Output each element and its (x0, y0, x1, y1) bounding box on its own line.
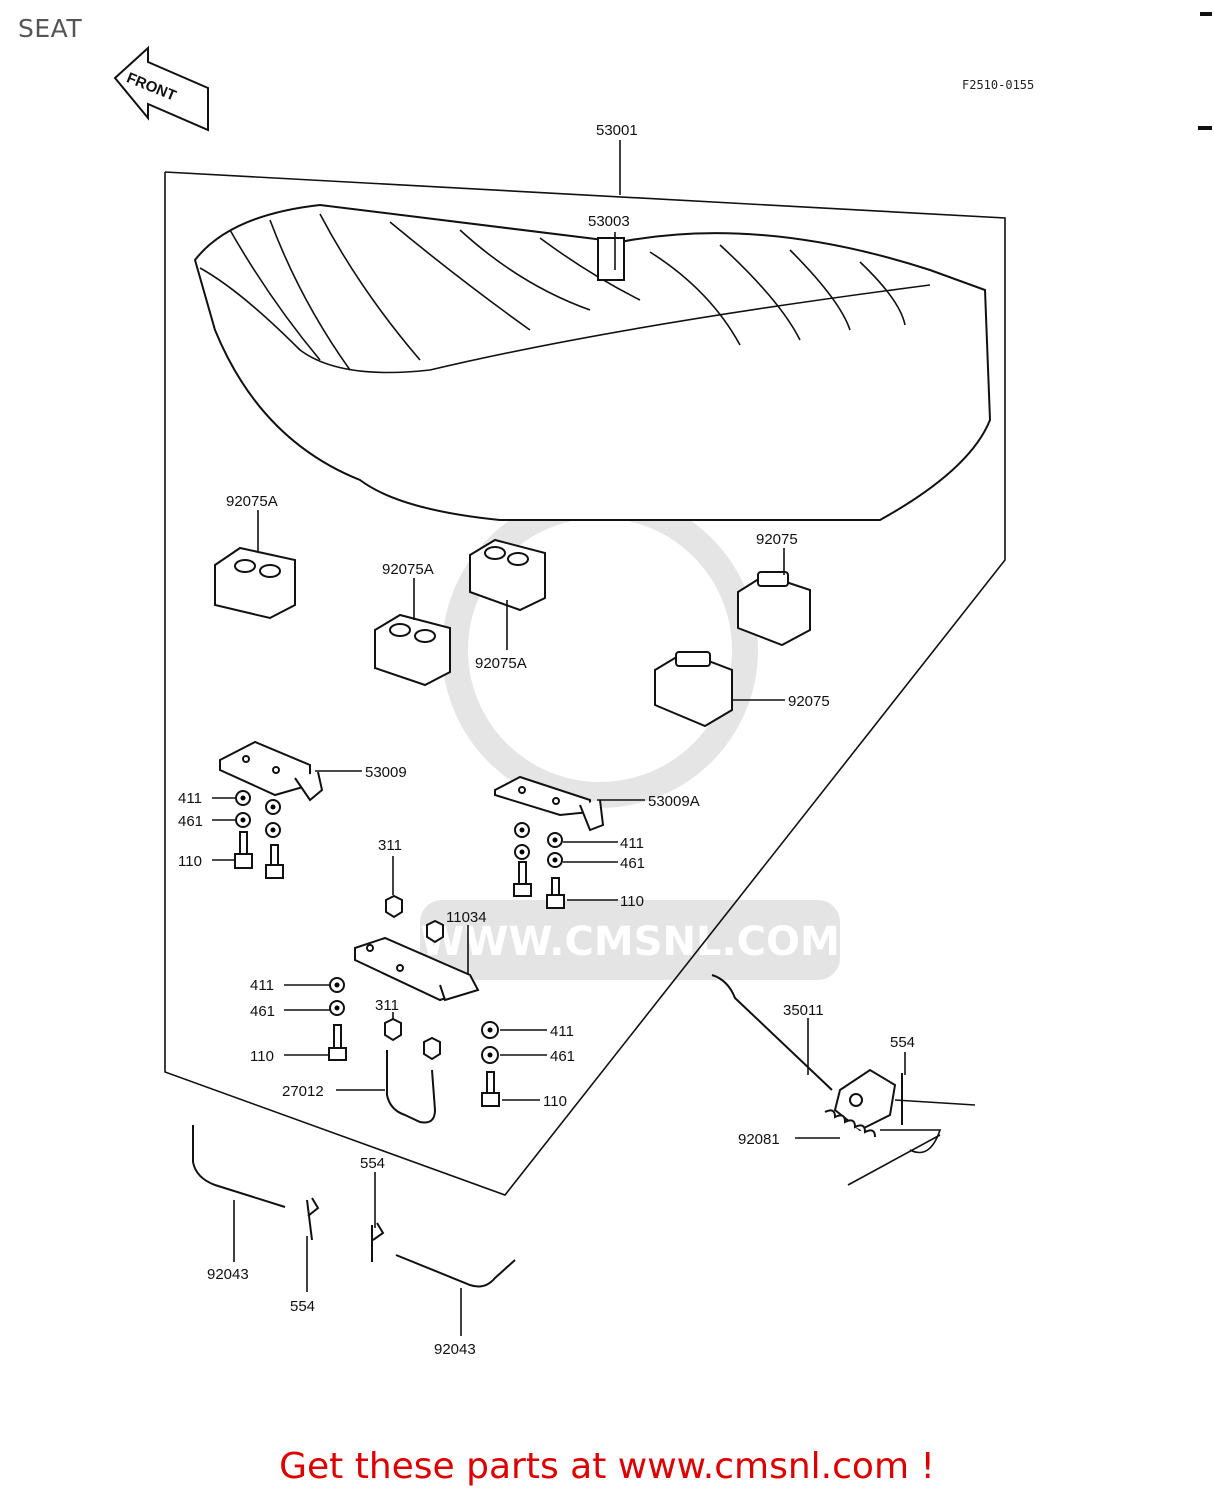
callout-92043-1: 92043 (207, 1266, 249, 1283)
callout-27012: 27012 (282, 1083, 324, 1100)
clip-554-1 (306, 1197, 320, 1241)
callout-53009A: 53009A (648, 793, 700, 810)
callout-411-3: 411 (250, 977, 274, 994)
callout-53009: 53009 (365, 764, 407, 781)
callout-411-4: 411 (550, 1023, 574, 1040)
seat-assembly (193, 203, 992, 521)
pin-92043-2 (395, 1254, 516, 1288)
callout-554-1: 554 (890, 1034, 915, 1051)
callout-411-1: 411 (178, 790, 202, 807)
cushion-92075-2 (654, 650, 733, 728)
part-number-labels: 53001 53003 92075A 92075A 92075A 92075 9… (178, 122, 915, 1358)
watermark-text: WWW.CMSNL.COM (420, 919, 840, 965)
bracket-53009A (494, 775, 605, 832)
cushion-92075A-2 (374, 613, 451, 687)
cushion-92075A-1 (214, 546, 296, 620)
u-bolt-27012 (386, 1050, 437, 1124)
diagram-reference-code: F2510-0155 (962, 78, 1035, 92)
callout-411-2: 411 (620, 835, 644, 852)
callout-92075-1: 92075 (756, 531, 798, 548)
callout-461-3: 461 (250, 1003, 275, 1020)
cushion-92075-1 (737, 571, 811, 647)
callout-35011: 35011 (783, 1002, 824, 1019)
footer-promo-link[interactable]: Get these parts at www.cmsnl.com ! (279, 1446, 935, 1487)
callout-461-4: 461 (550, 1048, 575, 1065)
callout-92075A-3: 92075A (475, 655, 527, 672)
edge-mark-top (1200, 12, 1212, 16)
callout-92081: 92081 (738, 1131, 780, 1148)
page-title: SEAT (18, 14, 83, 43)
assembly-outline (164, 171, 1006, 1196)
callout-554-2: 554 (360, 1155, 385, 1172)
clip-554-2 (371, 1222, 385, 1262)
callout-92075-2: 92075 (788, 693, 830, 710)
callout-110-2: 110 (620, 893, 644, 910)
pin-92043-1 (192, 1125, 286, 1208)
callout-92075A-2: 92075A (382, 561, 434, 578)
callout-311-2: 311 (375, 997, 399, 1014)
hinge-assembly (711, 974, 976, 1186)
cushion-92075A-3 (469, 538, 546, 612)
leader-lines (212, 140, 906, 1336)
bracket-53009 (219, 740, 324, 802)
callout-92075A-1: 92075A (226, 493, 278, 510)
front-arrow: FRONT (113, 45, 209, 132)
edge-mark-middle (1198, 126, 1212, 130)
callout-53001: 53001 (596, 122, 638, 139)
callout-461-2: 461 (620, 855, 645, 872)
callout-92043-2: 92043 (434, 1341, 476, 1358)
bracket-11034 (354, 936, 480, 1002)
callout-311-1: 311 (378, 837, 402, 854)
callout-461-1: 461 (178, 813, 203, 830)
callout-110-3: 110 (250, 1048, 274, 1065)
callout-554-3: 554 (290, 1298, 315, 1315)
callout-53003: 53003 (588, 213, 630, 230)
hardware (234, 790, 565, 1107)
callout-11034: 11034 (446, 909, 487, 926)
callout-110-1: 110 (178, 853, 202, 870)
callout-110-4: 110 (543, 1093, 567, 1110)
